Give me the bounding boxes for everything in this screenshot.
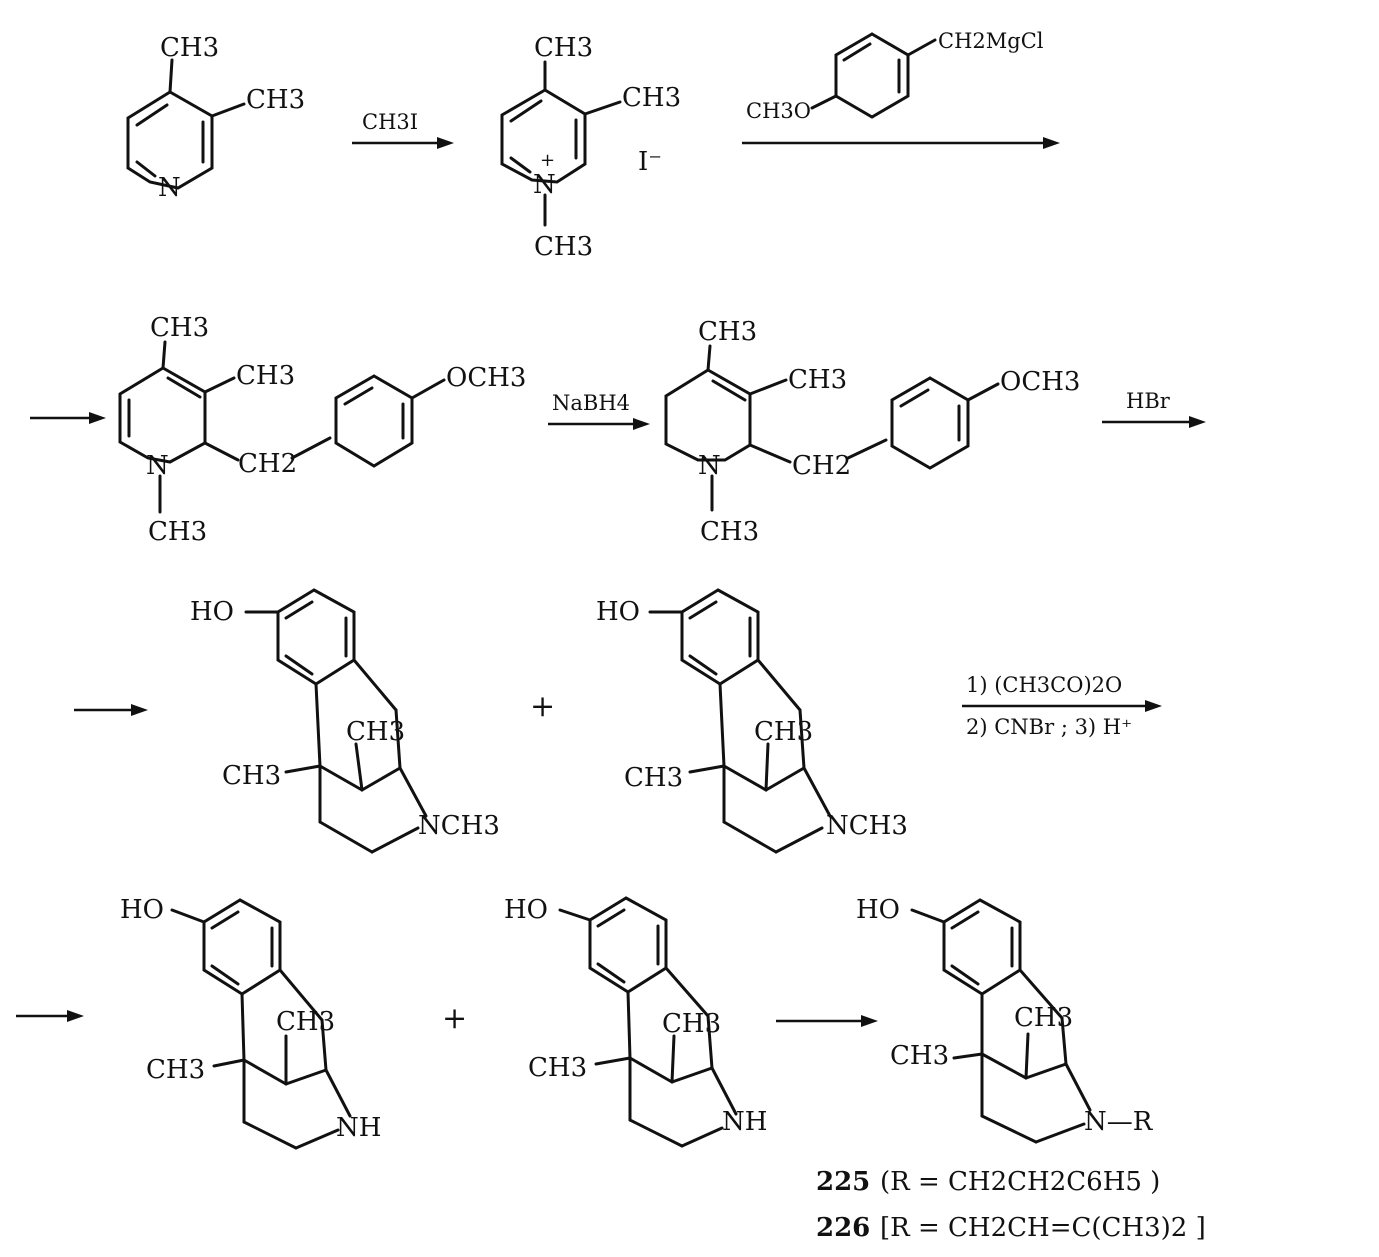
ch3-label: CH3 bbox=[160, 33, 219, 63]
compound-benzomorphan-nme-a: HO CH3 CH3 NCH3 bbox=[190, 588, 500, 854]
compound-tetrahydropyridine: CH3 CH3 N CH3 CH2 OCH3 bbox=[664, 317, 1080, 547]
ch3-label: CH3 bbox=[890, 1041, 949, 1071]
ch3-label: CH3 bbox=[698, 317, 757, 347]
compound-pyridinium-iodide: CH3 CH3 N + CH3 I⁻ bbox=[500, 33, 681, 262]
nitrogen-label: N bbox=[158, 173, 181, 203]
charge-label: + bbox=[540, 150, 555, 171]
methoxy-label: CH3O bbox=[746, 99, 811, 123]
ch3-label: CH3 bbox=[788, 365, 847, 395]
hydroxy-label: HO bbox=[120, 895, 164, 925]
ch2-label: CH2 bbox=[238, 449, 297, 479]
ch3-label: CH3 bbox=[222, 761, 281, 791]
plus-sign: + bbox=[530, 689, 555, 724]
reagent-label: 1) (CH3CO)2O bbox=[966, 673, 1122, 697]
ch2-label: CH2 bbox=[792, 451, 851, 481]
ch3-label: CH3 bbox=[1014, 1003, 1073, 1033]
nitrogen-label: N bbox=[146, 451, 169, 481]
nme-label: NCH3 bbox=[418, 811, 500, 841]
nh-label: NH bbox=[336, 1113, 381, 1143]
reagent-label: 2) CNBr ; 3) H⁺ bbox=[966, 715, 1132, 739]
ch3-label: CH3 bbox=[622, 83, 681, 113]
compound-dimethylpyridine: CH3 CH3 N bbox=[126, 33, 305, 203]
arrow-methylation: CH3I bbox=[352, 110, 454, 149]
reagent-label: NaBH4 bbox=[552, 391, 630, 415]
hydroxy-label: HO bbox=[190, 597, 234, 627]
caption-226: [R = CH2CH=C(CH3)2 ] bbox=[880, 1213, 1206, 1243]
nh-label: NH bbox=[722, 1107, 767, 1137]
compound-number-225: 225 bbox=[816, 1167, 870, 1197]
ch3-label: CH3 bbox=[236, 361, 295, 391]
compound-dihydropyridine: CH3 CH3 N CH3 CH2 OCH3 bbox=[118, 313, 526, 547]
arrow-reduction: NaBH4 bbox=[548, 391, 650, 430]
ch3-label: CH3 bbox=[754, 717, 813, 747]
arrow-continue-row3 bbox=[74, 704, 148, 716]
reagent-label: HBr bbox=[1126, 389, 1171, 413]
compound-norbenzomorphan-b: HO CH3 CH3 NH bbox=[504, 895, 767, 1148]
ch3-label: CH3 bbox=[246, 85, 305, 115]
compound-benzomorphan-nme-b: HO CH3 CH3 NCH3 bbox=[596, 588, 908, 854]
methoxy-label: OCH3 bbox=[446, 363, 526, 393]
arrow-continue-row2 bbox=[30, 412, 106, 424]
arrow-demethylation: 1) (CH3CO)2O 2) CNBr ; 3) H⁺ bbox=[962, 673, 1162, 739]
arrow-grignard: CH2MgCl CH3O bbox=[742, 29, 1060, 149]
ch3-label: CH3 bbox=[146, 1055, 205, 1085]
compound-captions: 225 (R = CH2CH2C6H5 ) 226 [R = CH2CH=C(C… bbox=[816, 1167, 1206, 1243]
nme-label: NCH3 bbox=[826, 811, 908, 841]
arrow-alkylation bbox=[776, 1015, 878, 1027]
hydroxy-label: HO bbox=[856, 895, 900, 925]
ch3-label: CH3 bbox=[624, 763, 683, 793]
methoxy-label: OCH3 bbox=[1000, 367, 1080, 397]
arrow-cyclization: HBr bbox=[1102, 389, 1206, 428]
nitrogen-label: N bbox=[698, 451, 721, 481]
reagent-label: CH3I bbox=[362, 110, 418, 134]
compound-number-226: 226 bbox=[816, 1213, 870, 1243]
ch3-label: CH3 bbox=[534, 33, 593, 63]
ring bbox=[126, 90, 214, 190]
ch3-label: CH3 bbox=[534, 232, 593, 262]
caption-225: (R = CH2CH2C6H5 ) bbox=[880, 1167, 1160, 1197]
ch3-label: CH3 bbox=[148, 517, 207, 547]
ch3-label: CH3 bbox=[150, 313, 209, 343]
ch3-label: CH3 bbox=[276, 1007, 335, 1037]
ch3-label: CH3 bbox=[700, 517, 759, 547]
arrow-continue-row4 bbox=[16, 1010, 84, 1022]
ch3-label: CH3 bbox=[662, 1009, 721, 1039]
ch3-label: CH3 bbox=[346, 717, 405, 747]
ch3-label: CH3 bbox=[528, 1053, 587, 1083]
grignard-label: CH2MgCl bbox=[938, 29, 1044, 53]
hydroxy-label: HO bbox=[504, 895, 548, 925]
counterion-label: I⁻ bbox=[638, 147, 662, 177]
hydroxy-label: HO bbox=[596, 597, 640, 627]
nr-label: N—R bbox=[1084, 1107, 1154, 1137]
compound-n-substituted-benzomorphan: HO CH3 CH3 N—R bbox=[856, 895, 1154, 1144]
nitrogen-label: N bbox=[533, 170, 556, 200]
plus-sign: + bbox=[442, 1001, 467, 1036]
compound-norbenzomorphan-a: HO CH3 CH3 NH bbox=[120, 895, 381, 1150]
